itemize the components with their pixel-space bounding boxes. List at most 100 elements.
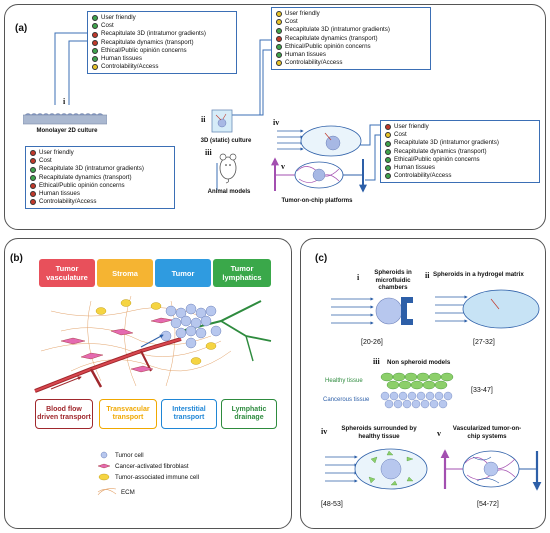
model-iv-numeral: iv — [273, 118, 280, 127]
panel-c: (c) i Spheroids in microfluidic chambers… — [300, 238, 546, 529]
model-v-numeral: v — [281, 162, 285, 171]
legend-ecm: ECM — [97, 487, 135, 497]
criterion-row: Recapitulate 3D (intratumor gradients) — [385, 139, 535, 147]
c-iv-title: Spheroids surrounded by healthy tissue — [341, 425, 417, 440]
monolayer-culture-illustration — [23, 113, 107, 125]
c-ii-reference: [27-32] — [473, 339, 495, 346]
criterion-row: Human tissues — [276, 51, 426, 59]
transport-transvascular: Transvacular transport — [99, 399, 157, 429]
criterion-row: Cost — [385, 131, 535, 139]
c-v-illustration — [440, 449, 542, 491]
panel-a-connectors — [54, 32, 380, 190]
rating-dot — [385, 165, 391, 172]
criterion-row: Controlability/Access — [385, 172, 535, 180]
criterion-row: User friendly — [385, 123, 535, 131]
rating-dot — [92, 39, 98, 46]
criterion-row: Controlability/Access — [276, 59, 426, 67]
criterion-row: Human tissues — [92, 55, 232, 63]
tumor-on-chip-caption: Tumor-on-chip platforms — [281, 198, 353, 204]
panel-b: (b) Tumor vasculature Stroma Tumor Tumor… — [4, 238, 292, 529]
c-i-reference: [20-26] — [361, 339, 383, 346]
criterion-row: Human tissues — [385, 164, 535, 172]
criterion-row: Recapitulate dynamics (transport) — [276, 35, 426, 43]
toc-vascularized-illustration — [271, 157, 367, 193]
criterion-row: Ethical/Public opinión concerns — [30, 182, 170, 190]
panel-c-label: (c) — [315, 253, 328, 264]
rating-dot — [30, 191, 36, 198]
criterion-row: Recapitulate dynamics (transport) — [92, 39, 232, 47]
criterion-row: Ethical/Public opinión concerns — [385, 156, 535, 164]
rating-dot — [276, 11, 282, 18]
legend-immune-cell: Tumor-associated immune cell — [97, 473, 199, 481]
rating-dot — [92, 23, 98, 30]
rating-dot — [30, 199, 36, 206]
rating-dot — [92, 15, 98, 22]
criterion-row: Recapitulate 3D (intratumor gradients) — [92, 30, 232, 38]
rating-dot — [385, 156, 391, 163]
transport-blood-flow: Blood flow driven transport — [35, 399, 93, 429]
rating-dot — [30, 174, 36, 181]
transport-interstitial: Interstitial transport — [161, 399, 217, 429]
criterion-row: Cost — [92, 22, 232, 30]
criterion-row: Controlability/Access — [30, 198, 170, 206]
3d-culture-caption: 3D (static) culture — [200, 138, 252, 144]
ecm-fiber-icon — [97, 488, 117, 496]
criterion-row: Ethical/Public opinión concerns — [92, 47, 232, 55]
criterion-row: Recapitulate dynamics (transport) — [385, 148, 535, 156]
rating-dot — [385, 148, 391, 155]
model-ii-numeral: ii — [201, 115, 206, 124]
panel-a-label: (a) — [15, 23, 28, 34]
c-iii-reference: [33-47] — [471, 387, 493, 394]
rating-dot — [276, 52, 282, 59]
legend-fibroblast: Cancer-activated fibroblast — [97, 462, 189, 470]
3d-culture-illustration — [211, 109, 233, 133]
rating-dot — [276, 27, 282, 34]
mouse-illustration — [219, 153, 237, 184]
tumor-microenvironment-illustration — [34, 295, 272, 393]
criterion-row: Cost — [276, 18, 426, 26]
transport-lymphatic: Lymphatic drainage — [221, 399, 277, 429]
c-iii-illustration — [380, 372, 454, 409]
c-i-numeral: i — [357, 273, 360, 282]
model-iii-numeral: iii — [205, 148, 212, 157]
healthy-tissue-label: Healthy tissue — [325, 378, 363, 384]
immune-cell-icon — [98, 473, 110, 481]
criterion-row: Ethical/Public opinión concerns — [276, 43, 426, 51]
rating-dot — [30, 158, 36, 165]
rating-dot — [276, 19, 282, 26]
c-i-title: Spheroids in microfluidic chambers — [374, 269, 412, 291]
criterion-row: User friendly — [276, 10, 426, 18]
criterion-row: Recapitulate 3D (intratumor gradients) — [30, 165, 170, 173]
rating-dot — [92, 31, 98, 38]
rating-dot — [92, 56, 98, 63]
c-ii-numeral: ii — [425, 271, 430, 280]
toc-spheroid-chamber-illustration — [277, 125, 362, 157]
c-iii-title: Non spheroid models — [387, 359, 451, 366]
rating-dot — [30, 166, 36, 173]
c-iv-illustration — [325, 448, 428, 490]
rating-dot — [276, 60, 282, 67]
monolayer-caption: Monolayer 2D culture — [36, 128, 98, 134]
rating-dot — [92, 47, 98, 54]
criterion-row: User friendly — [92, 14, 232, 22]
header-stroma: Stroma — [97, 259, 153, 287]
criterion-row: Recapitulate dynamics (transport) — [30, 174, 170, 182]
criterion-row: Controlability/Access — [92, 63, 232, 71]
criteria-box-3d-culture: User friendly Cost Recapitulate 3D (intr… — [271, 7, 431, 71]
criterion-row: Human tissues — [30, 190, 170, 198]
criterion-row: Cost — [30, 157, 170, 165]
header-tumor-vasculature: Tumor vasculature — [39, 259, 95, 287]
rating-dot — [30, 150, 36, 157]
rating-dot — [276, 43, 282, 50]
c-iii-numeral: iii — [373, 357, 380, 366]
c-ii-title: Spheroids in a hydrogel matrix — [433, 271, 524, 278]
rating-dot — [385, 124, 391, 131]
rating-dot — [276, 35, 282, 42]
criteria-box-monolayer: User friendly Cost Recapitulate 3D (intr… — [87, 11, 237, 75]
criterion-row: User friendly — [30, 149, 170, 157]
header-tumor: Tumor — [155, 259, 211, 287]
rating-dot — [92, 64, 98, 71]
rating-dot — [30, 182, 36, 189]
legend-tumor-cell: Tumor cell — [97, 451, 144, 459]
rating-dot — [385, 173, 391, 180]
